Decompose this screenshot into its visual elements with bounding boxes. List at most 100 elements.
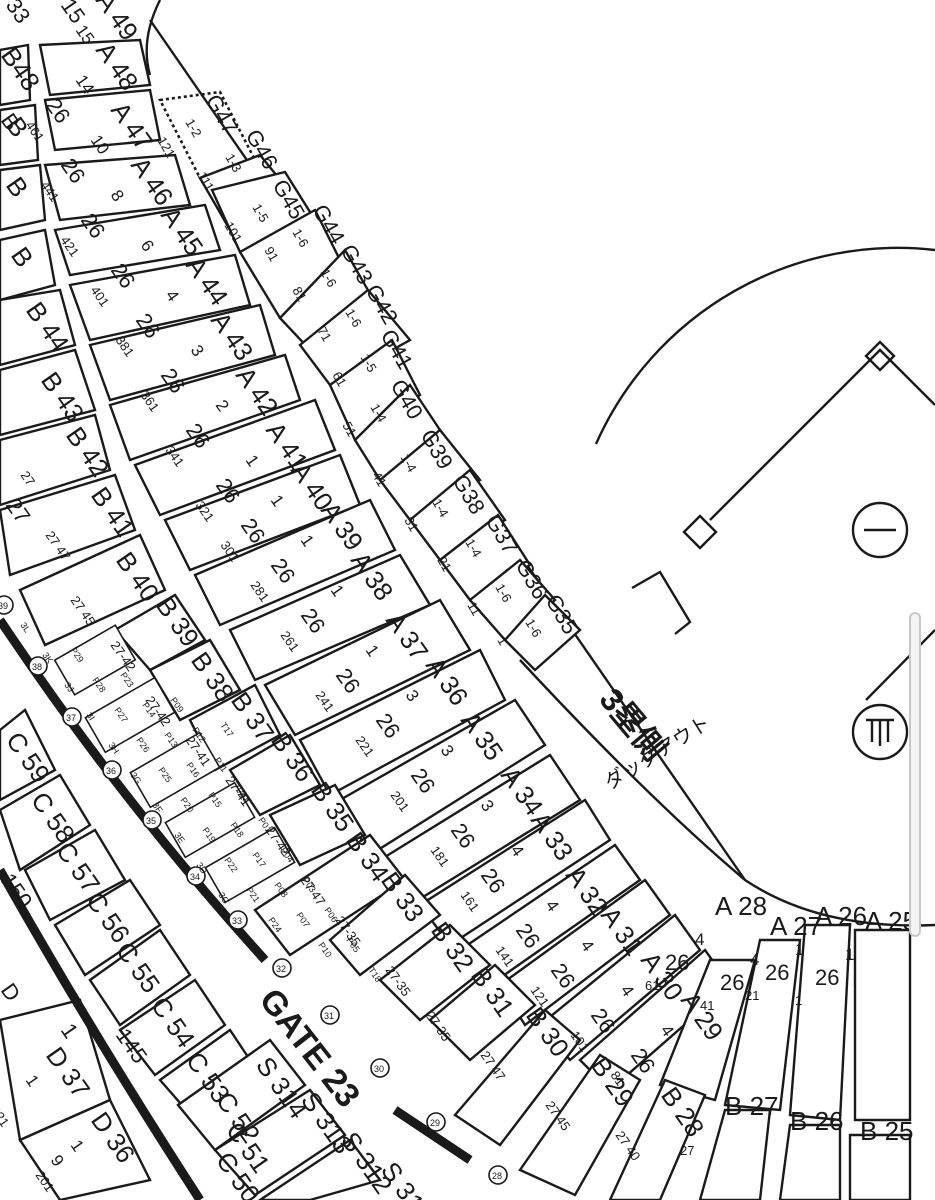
a27-block[interactable] (723, 938, 802, 1112)
a-section-seat: 81 (608, 1068, 629, 1088)
b42-block[interactable] (0, 413, 112, 507)
a39-block[interactable] (193, 498, 397, 627)
scrollbar[interactable] (909, 612, 921, 937)
concourse-edge (145, 0, 162, 76)
s314-block[interactable] (176, 1038, 307, 1152)
a-section-bottom-row: 26 (815, 965, 839, 990)
gate-number: 39 (0, 601, 8, 611)
g-section-seat: 81 (289, 284, 309, 304)
b-section-label: B 26 (790, 1106, 844, 1136)
b41-block[interactable] (0, 473, 137, 577)
infield-arc (594, 246, 935, 445)
b-section-range: 27 (18, 468, 39, 488)
c54-block[interactable] (118, 978, 227, 1077)
a-section-seat: 1 (795, 993, 802, 1008)
g-section-seat: 41 (369, 469, 389, 489)
b35-block[interactable] (268, 783, 367, 867)
c59-block[interactable] (0, 708, 57, 802)
p-box-group[interactable] (53, 624, 137, 696)
a-section-bottom-row: 26 (665, 950, 689, 975)
dugout-edge (519, 659, 935, 927)
b40-block[interactable] (18, 533, 167, 647)
a-section-top-row: 1 (845, 945, 854, 964)
gate-wall (0, 867, 204, 1200)
s312-block[interactable] (257, 1138, 383, 1200)
b43-block[interactable] (0, 348, 97, 437)
a26-block[interactable] (788, 923, 852, 1122)
g-section-seat: 71 (314, 324, 334, 344)
b29-block[interactable] (518, 1053, 642, 1197)
b28-block[interactable] (608, 1078, 707, 1200)
a41-block[interactable] (133, 398, 337, 517)
coach-box (631, 570, 692, 635)
g-section-seat: 11 (464, 599, 484, 618)
b-section-label: B 25 (860, 1116, 914, 1146)
d36-block[interactable] (18, 1098, 152, 1200)
a48-block[interactable] (38, 38, 152, 97)
gate-number: 28 (492, 1171, 502, 1181)
a45-block[interactable] (53, 203, 222, 277)
c58-block[interactable] (0, 773, 92, 872)
b46-block[interactable] (0, 163, 47, 232)
b45-block[interactable] (0, 228, 57, 302)
partial-edge-label: D (0, 979, 25, 1006)
b47-block[interactable] (0, 103, 40, 167)
b44-block[interactable] (0, 288, 77, 367)
a43-block[interactable] (88, 303, 277, 402)
g-section-seat: 31 (401, 514, 421, 534)
g47-outline[interactable] (158, 90, 257, 180)
pitcher-mound-icon (851, 501, 909, 559)
s-sections (176, 1038, 383, 1200)
a42-block[interactable] (108, 353, 302, 462)
p-box-group[interactable] (164, 781, 256, 859)
g41-block[interactable] (328, 338, 422, 442)
a44-block[interactable] (68, 253, 252, 342)
p-box-group[interactable] (84, 676, 176, 754)
p-box-group[interactable] (204, 826, 296, 904)
a-sections (38, 38, 912, 1122)
p-box-group[interactable] (129, 731, 221, 809)
gate-number: 37 (66, 713, 76, 723)
g42-block[interactable] (298, 288, 412, 387)
small-seat-mark: P23 (118, 670, 135, 689)
a37-block[interactable] (263, 598, 472, 737)
gate-number: 34 (190, 872, 200, 882)
a-section-seat: 41 (700, 998, 714, 1013)
b30-block[interactable] (453, 1008, 582, 1147)
g-section-seat: 61 (329, 369, 349, 389)
b27-block[interactable] (698, 1108, 772, 1200)
b31-block[interactable] (428, 963, 537, 1062)
g38-block[interactable] (408, 468, 507, 562)
g39-block[interactable] (378, 428, 482, 522)
small-seat-mark: 3J (62, 680, 76, 694)
b33-block[interactable] (328, 873, 442, 977)
a36-block[interactable] (298, 648, 507, 797)
p-boxes (53, 624, 296, 904)
s313-block[interactable] (213, 1088, 347, 1197)
b48-block[interactable] (0, 43, 32, 107)
b25-block[interactable] (848, 1133, 912, 1200)
second-base-icon (864, 340, 896, 372)
a46-block[interactable] (43, 153, 192, 222)
b36-block[interactable] (228, 733, 322, 817)
c57-block[interactable] (23, 828, 127, 922)
b26-block[interactable] (778, 1123, 842, 1200)
a47-block[interactable] (43, 88, 162, 152)
a-section-label: A 27 (770, 911, 822, 941)
gate-number: 31 (324, 1011, 334, 1021)
b32-block[interactable] (378, 923, 492, 1022)
g37-block[interactable] (438, 513, 532, 602)
g35-block[interactable] (503, 593, 582, 672)
d-sections (0, 998, 152, 1200)
b39-block[interactable] (113, 593, 207, 672)
a25-block[interactable] (853, 928, 912, 1122)
c55-block[interactable] (88, 928, 192, 1027)
g36-block[interactable] (468, 558, 557, 642)
c56-block[interactable] (53, 878, 162, 977)
diamond-line (865, 629, 935, 701)
a-section-label: A 28 (715, 891, 767, 921)
a-section-seat: 21 (745, 988, 759, 1003)
g-section-seat: 91 (261, 244, 281, 264)
a-section-top-row: 4 (750, 950, 759, 969)
